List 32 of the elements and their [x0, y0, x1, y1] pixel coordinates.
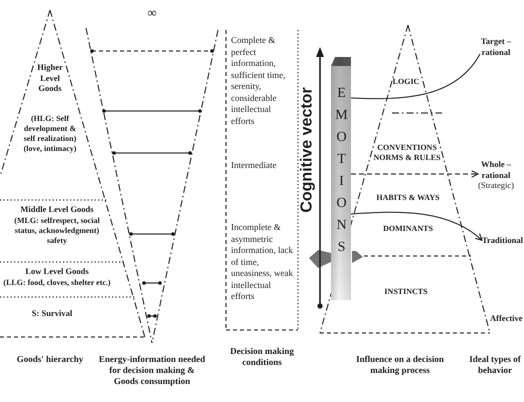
- axis-label: Cognitive vector: [300, 87, 316, 213]
- column-caption: Influence on a decision making process: [356, 354, 444, 376]
- level-heading: Low Level Goods: [25, 266, 89, 276]
- column-caption: Decision making conditions: [230, 346, 294, 368]
- connector-line: [350, 54, 480, 100]
- level-label: CONVENTIONS NORMS & RULES: [372, 143, 442, 163]
- level-heading: Higher Level Goods: [36, 62, 64, 94]
- condition-text: Intermediate: [231, 160, 278, 172]
- behavior-type-label: Affective: [490, 313, 523, 324]
- dashed-arrow: [350, 170, 479, 178]
- behavior-type-label: Target – rational: [480, 36, 512, 57]
- level-description: (HLG: Self development & self realization) (love, intimacy): [23, 114, 77, 154]
- infinity-symbol: ∞: [147, 5, 157, 20]
- shaded-column: [331, 57, 351, 300]
- arrow: [350, 212, 483, 241]
- level-description: (LLG: food, cloves, shelter etc.): [2, 278, 112, 288]
- level-description: (MLG: selfrespect, social status, acknowledgment) safety: [14, 216, 100, 246]
- level-label: DOMINANTS: [383, 224, 433, 234]
- behavior-type-label: (Strategic): [478, 180, 514, 190]
- column-label: EMOTIONS: [334, 86, 348, 262]
- condition-text: Complete & perfect information, sufficient time, serenity, considerable intellectual efforts: [231, 35, 286, 127]
- behavior-type-label: Whole – rational: [480, 159, 512, 180]
- column-caption: Energy-information needed for decision making & Goods consumption: [98, 354, 206, 387]
- condition-text: Incomplete & asymmetric information, lack of time, uneasiness, weak intellectual efforts: [231, 222, 294, 302]
- level-label: INSTINCTS: [384, 287, 428, 297]
- column-caption: Ideal types of behavior: [468, 354, 522, 376]
- level-label: LOGIC: [392, 77, 420, 87]
- level-heading: S: Survival: [32, 308, 72, 318]
- column-caption: Goods' hierarchy: [16, 354, 84, 365]
- behavior-type-label: Traditional: [482, 235, 523, 246]
- level-label: HABITS & WAYS: [376, 193, 440, 203]
- level-heading: Middle Level Goods: [20, 204, 94, 214]
